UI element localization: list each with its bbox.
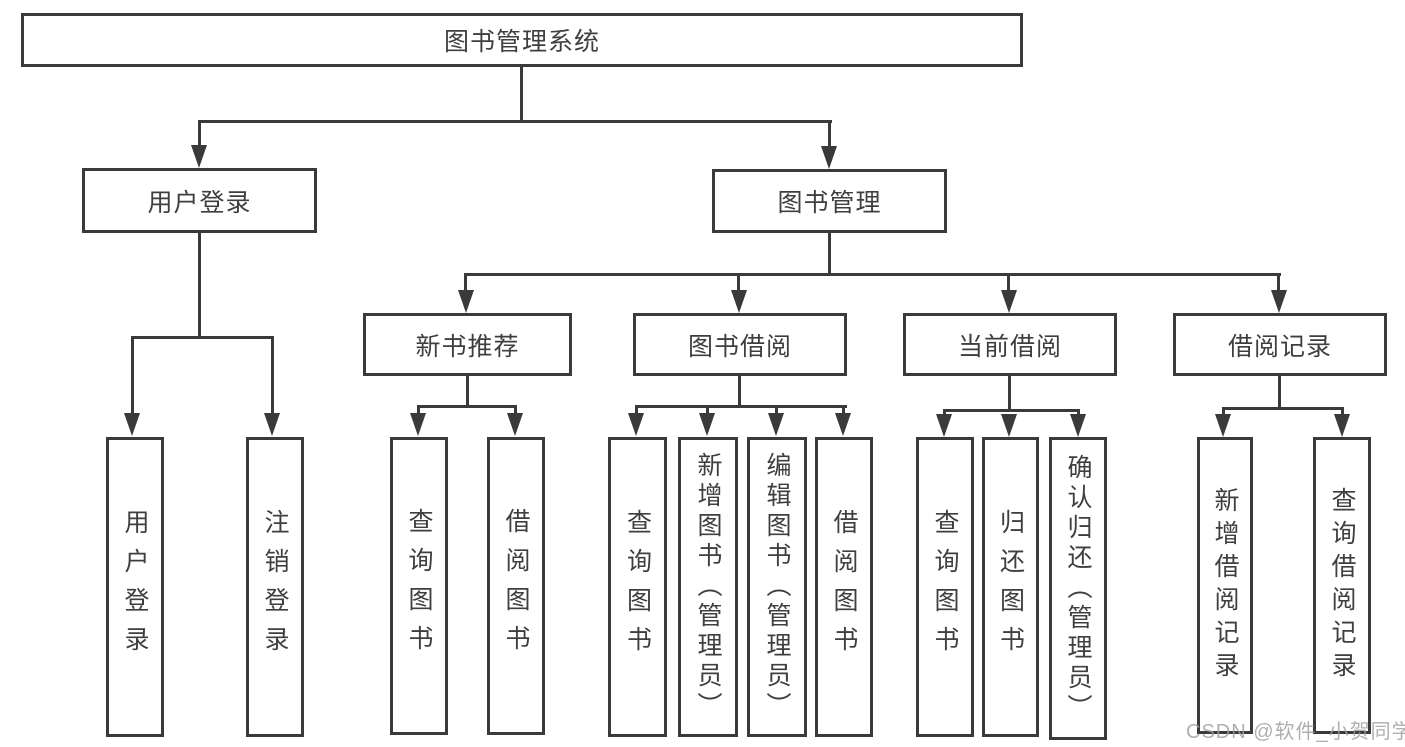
arrow-down-icon [458,290,474,313]
arrow-down-icon [936,414,952,437]
connector-line [1341,407,1344,416]
arrow-down-icon [768,413,784,436]
node-user-login: 用户登录 [82,168,317,233]
connector-line [738,376,741,408]
arrow-down-icon [1334,414,1350,437]
connector-line [464,273,467,293]
arrow-down-icon [264,413,280,436]
connector-line [464,273,1281,276]
connector-line [1077,409,1080,416]
leaf-edit-book-admin: 编辑图书（管理员） [747,437,807,737]
arrow-down-icon [1215,414,1231,437]
connector-line [1222,407,1344,410]
connector-line [706,405,709,416]
arrow-down-icon [1001,290,1017,313]
leaf-label: 注销登录 [261,509,289,665]
leaf-label: 新增借阅记录 [1211,486,1239,685]
leaf-label: 查询图书 [405,508,433,664]
node-new-book-recommend: 新书推荐 [363,313,572,376]
leaf-query-borrow-record: 查询借阅记录 [1313,437,1371,734]
arrow-down-icon [699,413,715,436]
connector-line [1222,407,1225,416]
connector-line [417,405,420,416]
node-label: 借阅记录 [1227,332,1332,361]
arrow-down-icon [507,413,523,436]
leaf-label: 编辑图书（管理员） [763,452,791,722]
connector-line [198,120,832,123]
arrow-down-icon [1070,414,1086,437]
connector-line [943,409,946,416]
leaf-label: 确认归还（管理员） [1064,453,1092,724]
leaf-label: 新增图书（管理员） [694,452,722,722]
leaf-query-books-1: 查询图书 [390,437,448,735]
connector-line [198,120,201,148]
arrow-down-icon [628,413,644,436]
leaf-return-books: 归还图书 [982,437,1039,737]
leaf-query-books-2: 查询图书 [608,437,667,737]
arrow-down-icon [124,413,140,436]
node-label: 新书推荐 [415,332,520,361]
connector-line [775,405,778,416]
connector-line [737,273,740,293]
leaf-label: 查询图书 [931,509,959,665]
leaf-query-books-3: 查询图书 [916,437,974,737]
leaf-confirm-return-admin: 确认归还（管理员） [1049,437,1107,740]
leaf-label: 借阅图书 [502,508,530,664]
leaf-user-login: 用户登录 [106,437,164,737]
leaf-label: 查询图书 [623,509,652,665]
node-book-management: 图书管理 [712,169,947,233]
node-label: 当前借阅 [957,332,1062,361]
connector-line [198,233,201,336]
connector-line [943,409,1080,412]
leaf-borrow-books-1: 借阅图书 [487,437,545,735]
connector-line [1008,376,1011,412]
leaf-borrow-books-2: 借阅图书 [815,437,873,737]
node-book-borrowing: 图书借阅 [633,313,847,376]
node-label: 图书管理系统 [443,28,600,56]
connector-line [131,336,274,339]
connector-line [828,120,831,149]
arrow-down-icon [1001,414,1017,437]
connector-line [635,405,638,416]
connector-line [1007,273,1010,293]
leaf-logout: 注销登录 [246,437,304,737]
node-library-management-system: 图书管理系统 [21,13,1023,67]
node-borrowing-records: 借阅记录 [1173,313,1387,376]
connector-line [466,376,469,408]
leaf-label: 查询借阅记录 [1328,486,1356,685]
connector-line [417,405,517,408]
connector-line [1277,273,1280,293]
leaf-label: 用户登录 [121,509,149,665]
connector-line [520,66,523,120]
leaf-add-borrow-record: 新增借阅记录 [1197,437,1253,734]
leaf-add-book-admin: 新增图书（管理员） [678,437,738,737]
arrow-down-icon [410,413,426,436]
connector-line [1278,376,1281,410]
leaf-label: 归还图书 [996,509,1025,665]
arrow-down-icon [1271,290,1287,313]
node-label: 用户登录 [147,188,252,217]
connector-line [131,336,134,415]
arrow-down-icon [835,413,851,436]
arrow-down-icon [191,145,207,168]
node-current-borrowing: 当前借阅 [903,313,1117,376]
leaf-label: 借阅图书 [830,509,858,665]
connector-line [514,405,517,416]
node-label: 图书管理 [777,189,882,217]
connector-line [635,405,847,408]
csdn-watermark: CSDN @软件_小贺同学 [1186,721,1405,743]
connector-line [842,405,845,416]
connector-line [271,336,274,415]
arrow-down-icon [731,290,747,313]
connector-line [828,233,831,276]
arrow-down-icon [821,146,837,169]
node-label: 图书借阅 [687,332,792,361]
